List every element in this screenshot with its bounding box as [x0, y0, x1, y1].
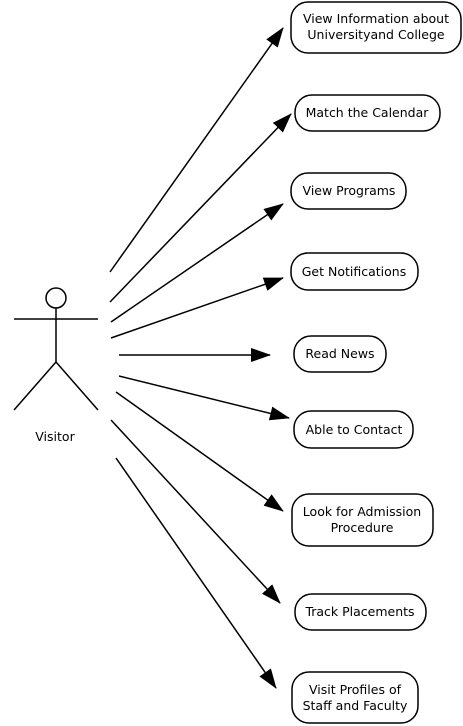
use-case-label: Match the Calendar: [306, 105, 430, 120]
arrow-get-notifications: [110, 277, 284, 339]
use-case-box: [290, 1, 462, 54]
use-case-box: [294, 593, 427, 631]
use-case-box: [290, 252, 419, 291]
use-case-visit-profiles: Visit Profiles of Staff and Faculty: [291, 671, 419, 724]
use-case-label: Able to Contact: [306, 422, 403, 437]
use-case-label: Read News: [305, 346, 374, 361]
actor-label: Visitor: [35, 429, 75, 444]
arrow-view-information: [109, 27, 284, 273]
actor-right-leg: [55, 361, 99, 411]
use-case-box: [293, 410, 414, 449]
use-case-read-news: Read News: [293, 335, 387, 373]
use-case-box: [290, 172, 407, 210]
use-case-view-information: View Information about Universityand Col…: [290, 1, 462, 54]
use-case-label: Track Placements: [304, 604, 414, 619]
use-case-label: Staff and Faculty: [303, 698, 408, 713]
actor-left-leg: [13, 361, 57, 411]
associations: [109, 27, 292, 689]
arrow-able-to-contact: [118, 375, 290, 421]
use-cases: View Information about Universityand Col…: [290, 1, 462, 724]
actor-visitor: Visitor: [13, 287, 99, 444]
use-case-able-to-contact: Able to Contact: [293, 410, 414, 449]
use-case-track-placements: Track Placements: [294, 593, 427, 631]
use-case-match-calendar: Match the Calendar: [294, 94, 441, 132]
arrow-match-calendar: [109, 113, 292, 303]
use-case-box: [291, 493, 434, 547]
use-case-box: [291, 671, 419, 724]
use-case-label: Universityand College: [307, 27, 444, 42]
arrow-view-programs: [110, 203, 284, 323]
arrow-track-placements: [110, 419, 281, 604]
use-case-label: View Information about: [303, 11, 449, 26]
use-case-label: Get Notifications: [302, 264, 407, 279]
use-case-admission-procedure: Look for Admission Procedure: [291, 493, 434, 547]
use-case-get-notifications: Get Notifications: [290, 252, 419, 291]
actor-head: [45, 287, 67, 309]
arrow-visit-profiles: [115, 457, 277, 689]
use-case-label: View Programs: [303, 183, 396, 198]
use-case-label: Visit Profiles of: [309, 682, 402, 697]
use-case-box: [293, 335, 387, 373]
use-case-label: Procedure: [331, 520, 394, 535]
arrow-admission-procedure: [115, 391, 284, 512]
use-case-box: [294, 94, 441, 132]
use-case-label: Look for Admission: [303, 504, 421, 519]
use-case-view-programs: View Programs: [290, 172, 407, 210]
